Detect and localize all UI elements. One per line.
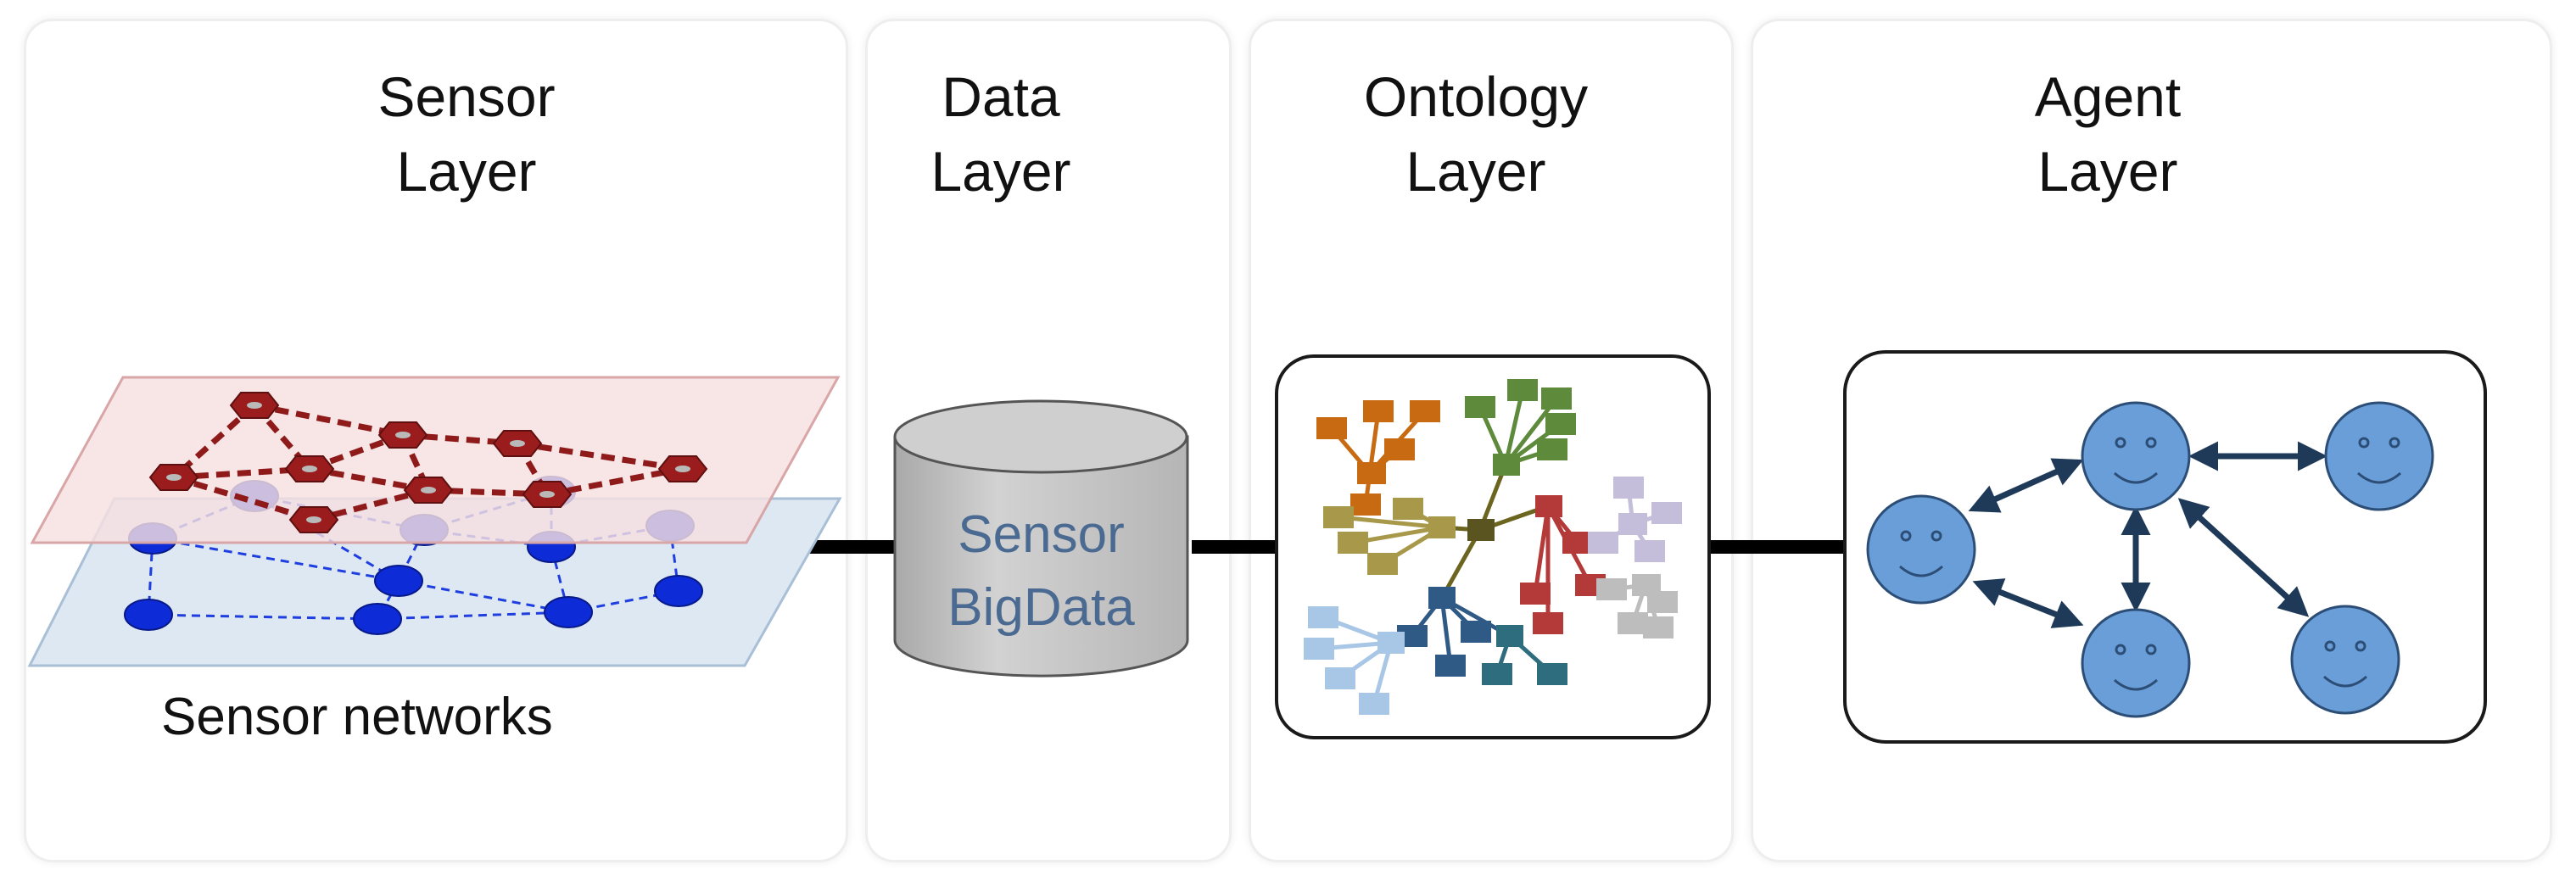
sensor-networks-caption: Sensor networks [161, 688, 553, 746]
red-sensor-node [284, 455, 335, 482]
blue-sensor-node [654, 575, 703, 607]
agent-arrows [1968, 441, 2327, 628]
sensor-layer-title-line1: Sensor [377, 65, 556, 128]
smiley-agent-icon [2290, 605, 2400, 715]
ontology-layer-title-line2: Layer [1405, 140, 1546, 203]
database-label-line1: Sensor [958, 505, 1125, 564]
red-sensor-node [229, 392, 280, 419]
red-sensor-node [288, 506, 339, 533]
blue-sensor-node [124, 599, 173, 631]
arrow-agent2-agent5 [2177, 498, 2310, 617]
smiley-agent-icon [2081, 608, 2191, 718]
ontology-layer-title: Ontology Layer [1332, 59, 1620, 209]
sensor-layer-title: Sensor Layer [322, 59, 611, 209]
sensor-network-diagram [27, 376, 842, 667]
database-label: Sensor BigData [895, 499, 1187, 644]
ontology-hub-node [1467, 519, 1495, 541]
data-layer-title-line1: Data [942, 65, 1060, 128]
agent-network-diagram [1843, 350, 2487, 744]
blue-sensor-node [374, 565, 423, 597]
data-layer-title-line2: Layer [930, 140, 1071, 203]
ontology-graph-icon [1275, 354, 1711, 739]
red-sensor-node [492, 430, 543, 457]
red-sensor-node [657, 455, 708, 482]
red-plane [30, 376, 841, 544]
smiley-agent-icon [2081, 401, 2191, 511]
agent-layer-title-line2: Layer [2037, 140, 2178, 203]
red-sensor-node [377, 421, 428, 449]
blue-sensor-node [353, 603, 402, 635]
data-layer-title: Data Layer [874, 59, 1128, 209]
red-sensor-nodes [148, 392, 708, 533]
arrow-agent1-agent4 [1972, 578, 2084, 628]
agent-layer-title: Agent Layer [1981, 59, 2235, 209]
agent-faces [1866, 401, 2434, 718]
red-sensor-node [148, 464, 199, 491]
ontology-layer-title-line1: Ontology [1363, 65, 1589, 128]
database-label-line2: BigData [947, 578, 1135, 637]
database-cylinder-icon [893, 399, 1189, 677]
sensor-layer-title-line2: Layer [396, 140, 537, 203]
arrow-agent1-agent2 [1968, 458, 2084, 513]
blue-sensor-node [544, 596, 593, 628]
red-sensor-node [403, 477, 454, 504]
red-sensor-node [522, 481, 573, 508]
agent-layer-title-line1: Agent [2034, 65, 2182, 128]
smiley-agent-icon [1866, 494, 1976, 605]
smiley-agent-icon [2324, 401, 2434, 511]
